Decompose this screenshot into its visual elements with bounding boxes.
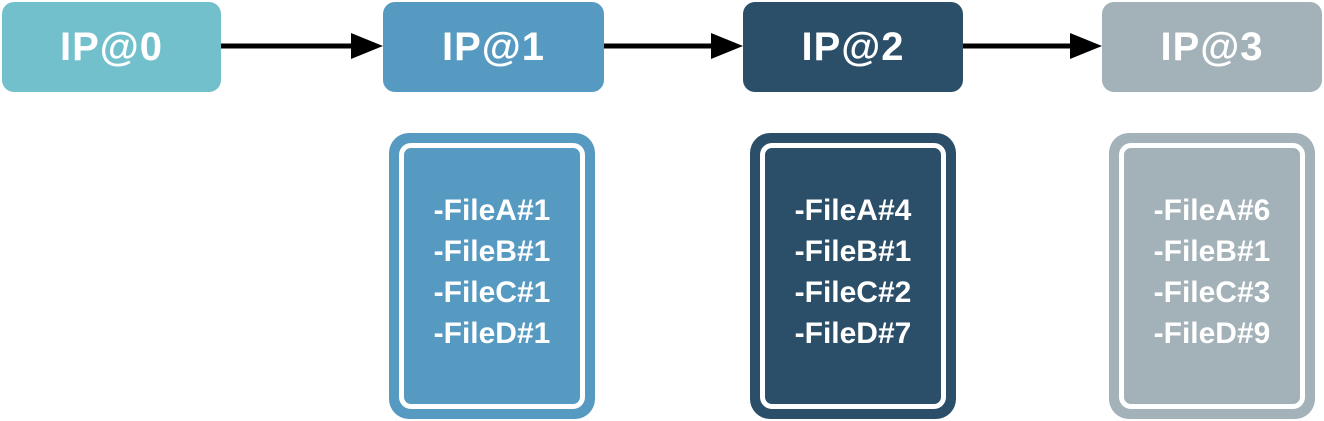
file-entry: -FileC#1 xyxy=(433,276,551,309)
ip-node-0-label: IP@0 xyxy=(59,24,164,69)
file-entry: -FileC#3 xyxy=(1153,276,1271,309)
file-entry: -FileB#1 xyxy=(1153,235,1271,268)
file-entry: -FileA#6 xyxy=(1153,194,1271,227)
ip-node-1: IP@1 xyxy=(383,2,604,92)
file-card-ip1-inner: -FileA#1 -FileB#1 -FileC#1 -FileD#1 xyxy=(399,143,585,409)
file-entry: -FileD#9 xyxy=(1153,317,1271,350)
file-card-ip1: -FileA#1 -FileB#1 -FileC#1 -FileD#1 xyxy=(389,133,595,419)
file-entry: -FileC#2 xyxy=(794,276,912,309)
file-card-ip3-inner: -FileA#6 -FileB#1 -FileC#3 -FileD#9 xyxy=(1119,143,1305,409)
arrow-ip1-to-ip2 xyxy=(604,33,743,59)
file-entry: -FileB#1 xyxy=(794,235,912,268)
file-entry: -FileD#7 xyxy=(794,317,912,350)
file-list-ip3: -FileA#6 -FileB#1 -FileC#3 -FileD#9 xyxy=(1154,190,1271,354)
ip-node-2-label: IP@2 xyxy=(801,24,905,69)
ip-node-0: IP@0 xyxy=(2,2,221,92)
ip-node-1-label: IP@1 xyxy=(441,24,546,69)
ip-node-2: IP@2 xyxy=(743,2,963,92)
file-entry: -FileA#4 xyxy=(794,194,912,227)
arrow-ip2-to-ip3 xyxy=(963,33,1102,59)
file-card-ip3: -FileA#6 -FileB#1 -FileC#3 -FileD#9 xyxy=(1109,133,1315,419)
ip-node-3-label: IP@3 xyxy=(1160,24,1264,69)
file-entry: -FileD#1 xyxy=(433,317,551,350)
file-card-ip2: -FileA#4 -FileB#1 -FileC#2 -FileD#7 xyxy=(750,133,956,419)
ip-node-3: IP@3 xyxy=(1102,2,1322,92)
file-list-ip1: -FileA#1 -FileB#1 -FileC#1 -FileD#1 xyxy=(434,190,551,354)
file-list-ip2: -FileA#4 -FileB#1 -FileC#2 -FileD#7 xyxy=(795,190,912,354)
file-card-ip2-inner: -FileA#4 -FileB#1 -FileC#2 -FileD#7 xyxy=(760,143,946,409)
arrow-ip0-to-ip1 xyxy=(221,33,383,59)
file-entry: -FileB#1 xyxy=(433,235,551,268)
file-entry: -FileA#1 xyxy=(433,194,551,227)
